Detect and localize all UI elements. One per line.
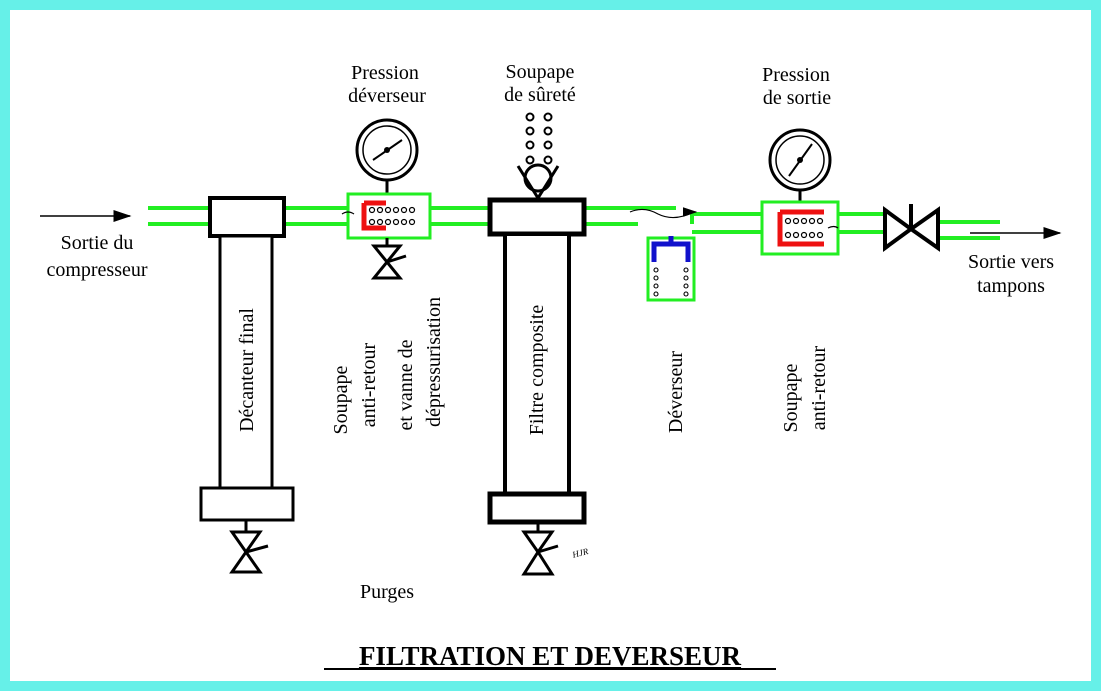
checkvalve1-label-line3: et vanne de: [395, 339, 417, 430]
relief-valve-label: Déverseur: [665, 351, 687, 434]
outlet-pressure-label-line2: de sortie: [763, 87, 831, 109]
safety-valve: [516, 112, 560, 201]
pressure-gauge-2: [768, 128, 832, 202]
safety-valve-label-line1: Soupape: [506, 61, 575, 83]
signature: HJR: [570, 546, 589, 560]
outlet-label-line1: Sortie vers: [968, 251, 1054, 273]
check-valve-2: [760, 200, 840, 256]
relief-pressure-label-line2: déverseur: [348, 85, 426, 107]
diagram-title: FILTRATION ET DEVERSEUR: [359, 641, 742, 671]
depressurisation-valve: [370, 244, 407, 280]
checkvalve1-label-line4: dépressurisation: [423, 297, 445, 427]
pipes: [148, 206, 1000, 240]
composite-filter-label: Filtre composite: [526, 305, 548, 436]
checkvalve2-label-line2: anti-retour: [808, 345, 830, 430]
inlet-label-line1: Sortie du: [61, 232, 134, 254]
filtration-diagram: HJR Sortie du compresse: [40, 61, 1062, 671]
check-valve-1: [341, 192, 432, 246]
relief-valve: [629, 207, 698, 302]
outlet-valve: [883, 204, 940, 252]
checkvalve1-label-line1: Soupape: [330, 365, 352, 434]
outlet-pressure-label-line1: Pression: [762, 64, 830, 86]
relief-pressure-label-line1: Pression: [351, 62, 419, 84]
inlet-label-line2: compresseur: [46, 259, 147, 281]
final-separator-label: Décanteur final: [236, 308, 258, 432]
safety-valve-label-line2: de sûreté: [504, 84, 576, 106]
purges-label: Purges: [360, 581, 414, 603]
final-separator: [199, 196, 295, 532]
checkvalve2-label-line1: Soupape: [780, 363, 802, 432]
diagram-frame: HJR Sortie du compresse: [10, 10, 1091, 681]
purge-valve-1: [229, 530, 269, 574]
outlet-label-line2: tampons: [977, 275, 1045, 297]
checkvalve1-label-line2: anti-retour: [358, 342, 380, 427]
composite-filter: [487, 197, 587, 532]
purge-valve-2: [521, 530, 559, 576]
pressure-gauge-1: [355, 118, 419, 194]
